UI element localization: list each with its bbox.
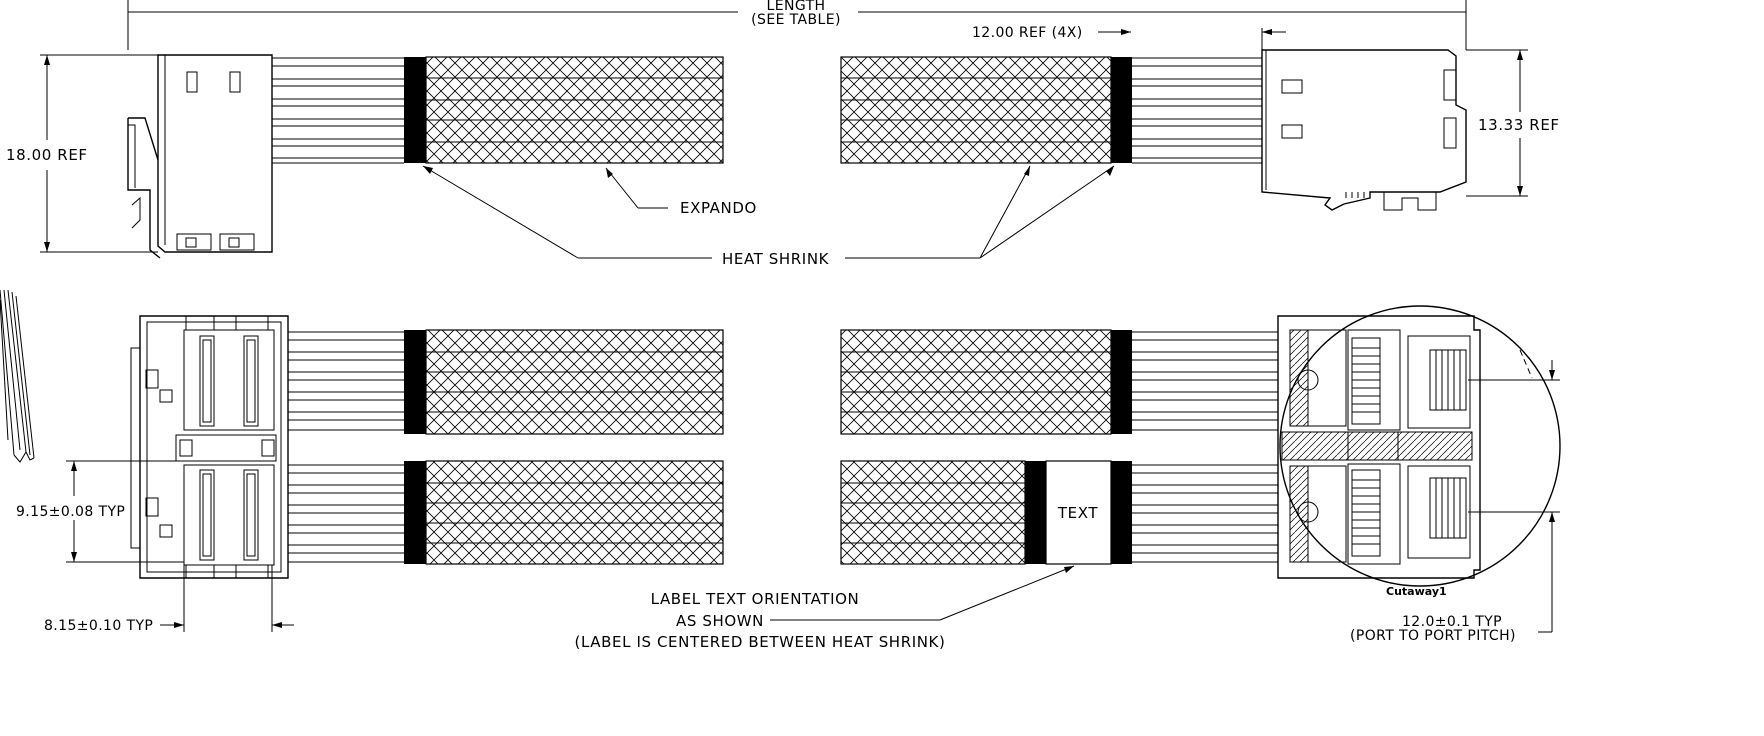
bottom-lower-cable-right: TEXT — [840, 460, 1278, 565]
expando-sleeve — [840, 56, 1112, 164]
typ-815-label: 8.15±0.10 TYP — [44, 618, 153, 634]
see-table-label: (SEE TABLE) — [751, 12, 841, 28]
partial-cable-left — [0, 289, 35, 463]
label-note-line-3: (LABEL IS CENTERED BETWEEN HEAT SHRINK) — [575, 633, 946, 651]
ref-18-label: 18.00 REF — [6, 146, 88, 164]
bottom-right-connector: Cutaway1 — [1277, 305, 1561, 598]
length-dimension: LENGTH (SEE TABLE) — [127, 0, 1467, 50]
typ-915-dimension: 9.15±0.08 TYP — [16, 460, 184, 563]
top-left-cable — [272, 56, 724, 164]
bottom-upper-cable-left — [288, 329, 724, 435]
top-right-cable — [840, 56, 1262, 164]
heat-shrink-label: HEAT SHRINK — [722, 250, 830, 268]
label-note-line-2: AS SHOWN — [676, 612, 764, 630]
bottom-upper-cable-right — [840, 329, 1278, 435]
label-box — [1045, 460, 1112, 565]
heat-shrink-band — [404, 57, 426, 163]
top-right-connector — [1261, 49, 1467, 211]
length-label: LENGTH — [767, 0, 826, 14]
pitch-note-label: (PORT TO PORT PITCH) — [1350, 628, 1516, 644]
ref-12-dimension: 12.00 REF (4X) — [972, 25, 1286, 50]
label-note-callout: LABEL TEXT ORIENTATION AS SHOWN (LABEL I… — [575, 565, 1075, 651]
ref-18-dimension: 18.00 REF — [6, 54, 158, 253]
label-box-text: TEXT — [1057, 504, 1098, 522]
typ-815-dimension: 8.15±0.10 TYP — [44, 565, 294, 634]
pin-stack-lower — [1351, 469, 1381, 557]
ref-12-label: 12.00 REF (4X) — [972, 25, 1083, 41]
cutaway-label: Cutaway1 — [1386, 585, 1447, 598]
heat-shrink-band — [1111, 57, 1132, 163]
label-note-line-1: LABEL TEXT ORIENTATION — [651, 590, 860, 608]
bottom-lower-cable-left — [288, 460, 724, 565]
bottom-left-connector — [130, 315, 289, 579]
pitch-value-label: 12.0±0.1 TYP — [1402, 614, 1502, 630]
expando-sleeve — [425, 56, 724, 164]
pitch-dimension: 12.0±0.1 TYP (PORT TO PORT PITCH) — [1350, 360, 1560, 644]
callouts-top: EXPANDO HEAT SHRINK — [422, 165, 1115, 268]
typ-915-label: 9.15±0.08 TYP — [16, 504, 125, 520]
cutaway-circle — [1279, 305, 1561, 587]
top-left-connector — [127, 54, 273, 259]
pin-stack-upper — [1351, 337, 1381, 425]
expando-label: EXPANDO — [680, 199, 757, 217]
ref-1333-dimension: 13.33 REF — [1466, 49, 1560, 197]
ref-1333-label: 13.33 REF — [1478, 116, 1560, 134]
